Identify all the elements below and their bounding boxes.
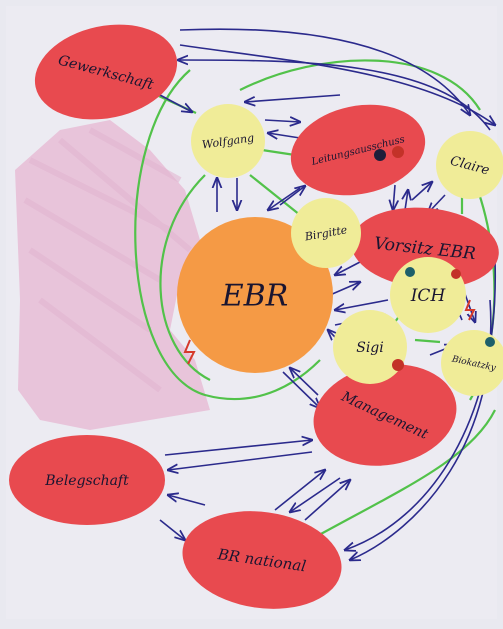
node-claire: Claire xyxy=(436,131,503,199)
node-belegschaft: Belegschaft xyxy=(9,435,165,525)
green-loop-outer xyxy=(134,69,321,401)
arrow-gewerk-to-right xyxy=(179,28,470,115)
dot-teal-biokatzky xyxy=(485,337,495,347)
node-birgitte: Birgitte xyxy=(291,198,361,268)
node-label-ich: ICH xyxy=(410,286,447,306)
node-biokatzky: Biokatzky xyxy=(441,330,503,396)
arrow-mgmt-beleg xyxy=(168,451,313,470)
node-shape-gewerkschaft xyxy=(34,24,178,120)
arrow-brnat-mgmt2 xyxy=(304,480,350,521)
node-shape-management xyxy=(313,364,457,466)
node-label-belegschaft: Belegschaft xyxy=(44,473,129,489)
arrow-birgitte-leitung xyxy=(279,186,305,206)
dot-red-ich xyxy=(451,269,461,279)
arrow-leitung-vorsitz xyxy=(393,184,395,210)
node-wolfgang: Wolfgang xyxy=(191,104,265,178)
conflict-bolt-ich xyxy=(464,299,476,321)
arrow-gewerk-leitung xyxy=(179,44,495,125)
green-top-arc xyxy=(239,59,481,111)
node-vorsitz: Vorsitz EBR xyxy=(351,207,499,289)
arrow-top-to-leitung xyxy=(245,94,341,102)
arrow-right-to-gewerk xyxy=(178,60,491,131)
node-label-ebr: EBR xyxy=(221,279,289,314)
node-shape-vorsitz xyxy=(351,207,499,289)
conflict-bolt-left xyxy=(183,339,196,365)
dot-red-leitung xyxy=(392,146,404,158)
node-shape-belegschaft xyxy=(9,435,165,525)
green-bottom-arc xyxy=(309,409,496,541)
arrow-beleg-brnat xyxy=(159,519,185,540)
node-ich: ICH xyxy=(390,257,466,333)
pink-smudge-decoration xyxy=(15,120,210,430)
node-shape-biokatzky xyxy=(441,330,503,396)
node-ebr: EBR xyxy=(177,217,333,373)
arrow-brnat-mgmt xyxy=(274,470,325,511)
node-shape-sigi xyxy=(333,310,407,384)
green-wolfgang-right xyxy=(261,148,296,157)
node-shape-leitungsausschuss xyxy=(290,104,426,196)
arrow-brnat-beleg xyxy=(168,495,206,506)
node-shape-claire xyxy=(436,131,503,199)
node-shape-ebr xyxy=(177,217,333,373)
arrow-right-side-down xyxy=(345,259,496,550)
node-leitungsausschuss: Leitungsausschuss xyxy=(290,104,426,196)
arrow-vorsitz-claire xyxy=(411,182,432,201)
node-shape-wolfgang xyxy=(191,104,265,178)
arrow-wolfgang-leitung xyxy=(264,120,300,122)
node-shape-birgitte xyxy=(291,198,361,268)
node-gewerkschaft: Gewerkschaft xyxy=(34,24,178,120)
arrow-vorsitz-ebr xyxy=(335,261,361,275)
green-wolfgang-birgitte xyxy=(249,174,301,216)
node-label-sigi: Sigi xyxy=(356,340,384,356)
node-management: Management xyxy=(313,364,457,466)
arrow-mgmt-brnat xyxy=(290,477,341,512)
sticker-dots xyxy=(374,146,495,371)
arrow-to-wolfgang xyxy=(159,94,192,112)
arrow-leitung-wolfgang xyxy=(268,133,301,138)
dot-red-sigi xyxy=(392,359,404,371)
arrow-ebr-vorsitz xyxy=(329,282,360,296)
node-brnational: BR national xyxy=(182,511,342,609)
arrow-management-ebr xyxy=(290,368,319,396)
arrow-vorsitz-leitung xyxy=(405,190,408,211)
node-sigi: Sigi xyxy=(333,310,407,384)
node-shape-brnational xyxy=(182,511,342,609)
arrow-ich-ebr xyxy=(335,299,389,310)
green-sigi-biokatzky xyxy=(414,338,441,344)
green-loop-inner xyxy=(159,174,211,381)
arrow-beleg-mgmt xyxy=(164,440,312,456)
dot-dark-leitung xyxy=(374,149,386,161)
dot-teal-ich xyxy=(405,267,415,277)
